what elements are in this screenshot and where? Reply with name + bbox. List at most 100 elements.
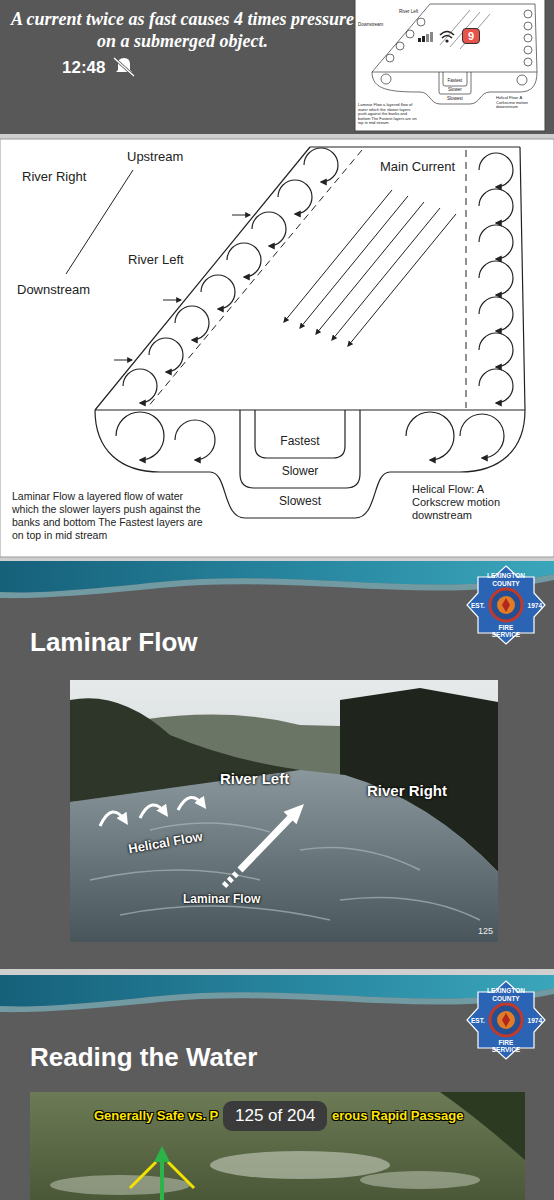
thumb-note: Helical Flow: A Corkscrew motion downstr…	[496, 96, 540, 110]
river-section	[240, 410, 360, 488]
badge-text: EST.	[471, 602, 485, 609]
river-plan	[466, 150, 467, 408]
badge-shape	[497, 596, 515, 614]
direction-label: Upstream	[127, 150, 183, 165]
river-plan	[479, 261, 513, 295]
thumbnail	[406, 30, 414, 38]
photo-caption: Generally Safe vs. P	[94, 1109, 218, 1124]
badge-shape	[502, 598, 510, 612]
rapids-photo	[30, 1092, 525, 1200]
page-counter-text: 125 of 204	[235, 1106, 315, 1126]
slide-ground	[0, 561, 554, 969]
bank-label: River Left	[128, 253, 184, 268]
thumb-label: Fastest	[440, 78, 470, 84]
thumbnail	[355, 0, 545, 131]
thumbnail	[396, 42, 404, 50]
river-plan	[175, 306, 209, 340]
status-icons	[422, 36, 425, 42]
flow-arrows	[240, 816, 292, 870]
river-plan	[149, 338, 183, 372]
badge-shape	[490, 589, 522, 621]
thumbnail	[386, 54, 394, 62]
river-plan	[479, 369, 513, 403]
river-section	[255, 410, 345, 458]
page-art	[0, 561, 554, 598]
river-plan	[479, 189, 513, 223]
badge-shape	[502, 1013, 510, 1027]
battery-level: 9	[468, 29, 474, 43]
river-plan	[316, 202, 424, 334]
photo-label: Laminar Flow	[183, 893, 260, 907]
thumbnail	[524, 22, 532, 30]
status-icons	[440, 32, 454, 39]
rapids-photo	[30, 1092, 525, 1200]
photo-label: River Right	[367, 782, 447, 799]
river-photo	[90, 823, 480, 920]
status-icons	[114, 58, 134, 76]
rapids-photo	[440, 1092, 525, 1160]
river-plan	[201, 275, 235, 309]
river-section	[116, 412, 164, 460]
slide-caption: A current twice as fast causes 4 times p…	[10, 8, 355, 52]
thumbnail	[524, 58, 532, 66]
thumb-label: Slowest	[440, 96, 470, 102]
flow-arrows	[100, 812, 126, 826]
photo-label: Helical Flow	[127, 830, 204, 858]
rapids-photo	[168, 1162, 194, 1188]
thumb-label: Downstream	[358, 22, 383, 27]
thumbnail	[524, 46, 532, 54]
flow-arrows	[224, 872, 238, 886]
definition-note: Laminar Flow a layered flow of water whi…	[12, 490, 212, 542]
thumbnail	[517, 75, 527, 85]
badge-text: FIRE	[466, 1039, 546, 1046]
page-counter: 125 of 204	[223, 1101, 327, 1131]
river-photo	[70, 680, 498, 942]
river-plan	[348, 214, 456, 346]
thumbnail	[440, 10, 490, 49]
photo-label: River Left	[220, 770, 289, 787]
battery-indicator: 9	[462, 28, 480, 44]
river-plan	[114, 360, 132, 361]
river-plan	[232, 215, 250, 216]
badge-text: 1974	[528, 1017, 542, 1024]
status-icons	[426, 34, 429, 42]
badge-text: LEXINGTON	[466, 987, 546, 994]
river-plan	[332, 208, 440, 340]
status-icons	[418, 38, 421, 42]
rapids-photo	[154, 1146, 170, 1162]
river-plan	[284, 190, 392, 322]
badge-text: SERVICE	[466, 1046, 546, 1053]
status-icons	[445, 39, 448, 42]
thumb-label: River Left	[399, 9, 418, 14]
layer-label: Slower	[260, 464, 340, 478]
definition-note: Helical Flow: A Corkscrew motion downstr…	[412, 483, 537, 522]
rapids-photo	[210, 1151, 390, 1179]
page-number: 125	[478, 926, 493, 936]
diagram-panel	[0, 139, 554, 557]
badge-text: SERVICE	[466, 631, 546, 638]
direction-label: Downstream	[17, 283, 90, 298]
river-plan	[252, 212, 286, 246]
department-badge: LEXINGTONCOUNTYEST.1974FIRESERVICE	[466, 565, 546, 645]
thumb-note: Laminar Flow a layered flow of water whi…	[358, 103, 418, 126]
rapids-photo	[130, 1162, 156, 1188]
river-plan	[479, 153, 513, 187]
badge-text: COUNTY	[466, 995, 546, 1002]
river-plan	[163, 300, 181, 301]
badge-text: 1974	[528, 602, 542, 609]
badge-text: COUNTY	[466, 580, 546, 587]
status-icons	[430, 32, 433, 42]
page-art	[0, 975, 554, 1012]
rapids-photo	[360, 1171, 480, 1189]
layer-label: Fastest	[260, 434, 340, 448]
river-section	[406, 412, 454, 460]
badge-text: FIRE	[466, 624, 546, 631]
layer-label: Slowest	[260, 494, 340, 508]
thumbnail	[355, 0, 545, 131]
river-plan	[479, 333, 513, 367]
thumbnail	[417, 18, 425, 26]
status-time: 12:48	[62, 58, 105, 78]
river-photo	[70, 770, 498, 942]
current-label: Main Current	[380, 160, 455, 175]
